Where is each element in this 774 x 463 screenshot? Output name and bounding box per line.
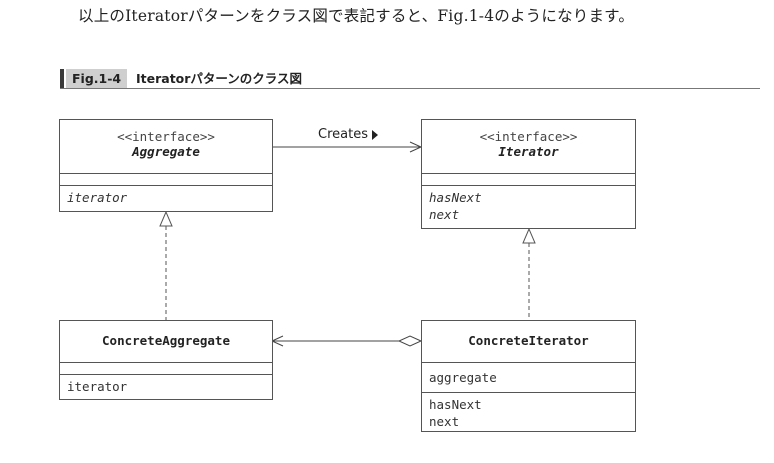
figure-header: Fig.1-4 Iteratorパターンのクラス図 (60, 69, 760, 89)
class-concrete-aggregate-header: ConcreteAggregate (60, 321, 272, 363)
iterator-stereotype: <<interface>> (479, 129, 578, 144)
concrete-iterator-fields: aggregate (422, 363, 635, 393)
class-iterator: <<interface>> Iterator hasNext next (421, 119, 636, 229)
aggregate-fields (60, 174, 272, 186)
figure-rule (60, 88, 760, 89)
concrete-iterator-name: ConcreteIterator (468, 333, 589, 348)
aggregation-diamond (397, 335, 423, 347)
figure-title: Iteratorパターンのクラス図 (136, 71, 303, 86)
class-aggregate: <<interface>> Aggregate iterator (59, 119, 273, 212)
iterator-realization-head (522, 227, 536, 244)
concrete-aggregate-name: ConcreteAggregate (102, 333, 230, 348)
iterator-name: Iterator (498, 144, 559, 159)
aggregate-realization-head (159, 210, 173, 227)
concrete-aggregate-methods: iterator (60, 375, 272, 395)
class-aggregate-header: <<interface>> Aggregate (60, 120, 272, 174)
aggregate-methods: iterator (60, 186, 272, 206)
figure-bar (60, 69, 64, 88)
class-concrete-iterator: ConcreteIterator aggregate hasNext next (421, 320, 636, 432)
concrete-iterator-methods: hasNext next (422, 393, 635, 430)
iterator-fields (422, 174, 635, 186)
aggregate-method: iterator (67, 190, 128, 205)
class-concrete-iterator-header: ConcreteIterator (422, 321, 635, 363)
iterator-methods: hasNext next (422, 186, 635, 223)
figure-tag: Fig.1-4 (66, 69, 128, 88)
concrete-iterator-method: next (429, 414, 460, 429)
iterator-method: hasNext (429, 190, 482, 205)
concrete-iterator-method: hasNext (429, 397, 482, 412)
aggregate-name: Aggregate (132, 144, 200, 159)
creates-label: Creates (318, 127, 368, 142)
class-iterator-header: <<interface>> Iterator (422, 120, 635, 174)
intro-text: 以上のIteratorパターンをクラス図で表記すると、Fig.1-4のようになり… (78, 7, 635, 25)
concrete-aggregate-fields (60, 363, 272, 375)
iterator-method: next (429, 207, 460, 222)
creates-direction-icon (372, 130, 378, 140)
concrete-iterator-field: aggregate (429, 370, 497, 385)
aggregate-stereotype: <<interface>> (117, 129, 215, 144)
class-concrete-aggregate: ConcreteAggregate iterator (59, 320, 273, 400)
concrete-aggregate-method: iterator (67, 379, 128, 394)
